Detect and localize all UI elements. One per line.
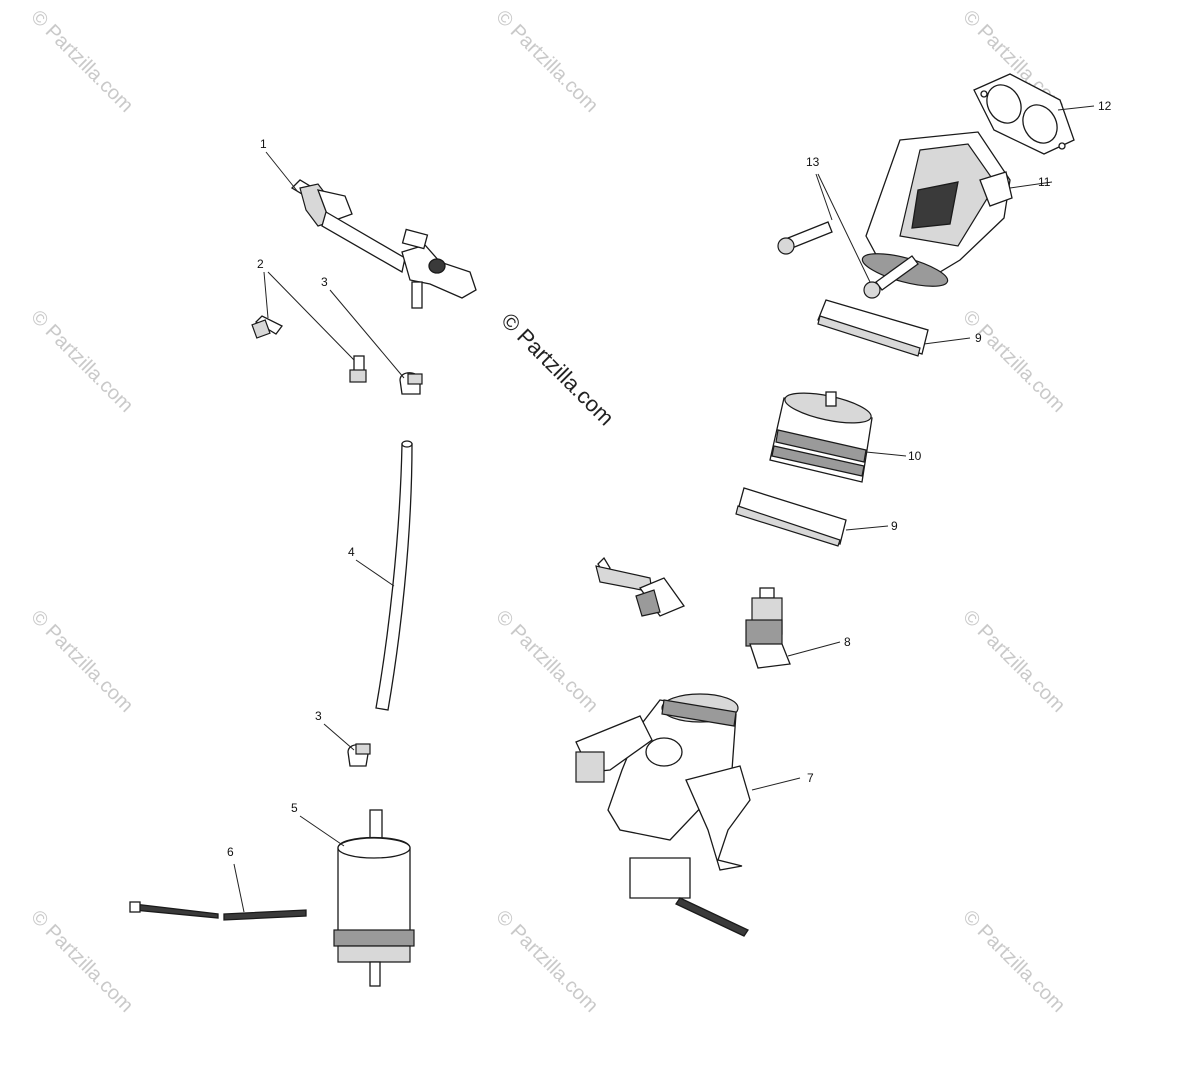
watermark: © Partzilla.com	[26, 306, 137, 417]
callout-11: 11	[1038, 175, 1051, 189]
callout-2: 2	[257, 257, 264, 271]
callout-3: 3	[321, 275, 328, 289]
callout-6: 6	[227, 845, 234, 859]
band-clamp-part	[817, 299, 929, 357]
watermark: © Partzilla.com	[958, 906, 1069, 1017]
callout-10: 10	[908, 449, 922, 463]
gasket-part	[973, 73, 1075, 155]
watermark: © Partzilla.com	[958, 306, 1069, 417]
manifold-bolt-part	[777, 221, 833, 255]
leader-lines	[233, 105, 1095, 913]
watermark: © Partzilla.com	[491, 606, 602, 717]
intake-boot-part	[769, 391, 873, 483]
intake-manifold-part	[861, 131, 1013, 287]
callout-1: 1	[260, 137, 267, 151]
callout-9: 9	[975, 331, 982, 345]
bolt-part	[251, 315, 283, 339]
watermark: © Partzilla.com	[26, 606, 137, 717]
fuel-injector-part	[745, 587, 791, 669]
watermark-main: © Partzilla.com	[496, 308, 619, 431]
fuel-rail-part	[290, 179, 477, 309]
callout-7: 7	[807, 771, 814, 785]
watermark: © Partzilla.com	[26, 906, 137, 1017]
callout-3: 3	[315, 709, 322, 723]
callout-5: 5	[291, 801, 298, 815]
callout-8: 8	[844, 635, 851, 649]
fuel-hose-part	[375, 440, 413, 711]
watermark: © Partzilla.com	[491, 6, 602, 117]
watermark: © Partzilla.com	[491, 906, 602, 1017]
callout-4: 4	[348, 545, 355, 559]
hose-clamp-part	[347, 743, 371, 767]
callout-labels: 1 2 3 4 3 5 6 7 8 9 9 10 11 12 13	[227, 99, 1112, 859]
callout-12: 12	[1098, 99, 1112, 113]
hose-clamp-part	[399, 372, 423, 395]
manifold-bolt-part	[863, 255, 919, 299]
callout-9: 9	[891, 519, 898, 533]
fuel-filter-part	[333, 809, 415, 987]
band-clamp-part	[735, 487, 847, 547]
bolt-part	[349, 355, 367, 383]
cable-tie-part	[129, 901, 307, 921]
throttle-body-part	[575, 693, 751, 937]
watermark: © Partzilla.com	[26, 6, 137, 117]
callout-13: 13	[806, 155, 820, 169]
watermark: © Partzilla.com	[958, 606, 1069, 717]
fuel-injector-part	[595, 556, 686, 617]
